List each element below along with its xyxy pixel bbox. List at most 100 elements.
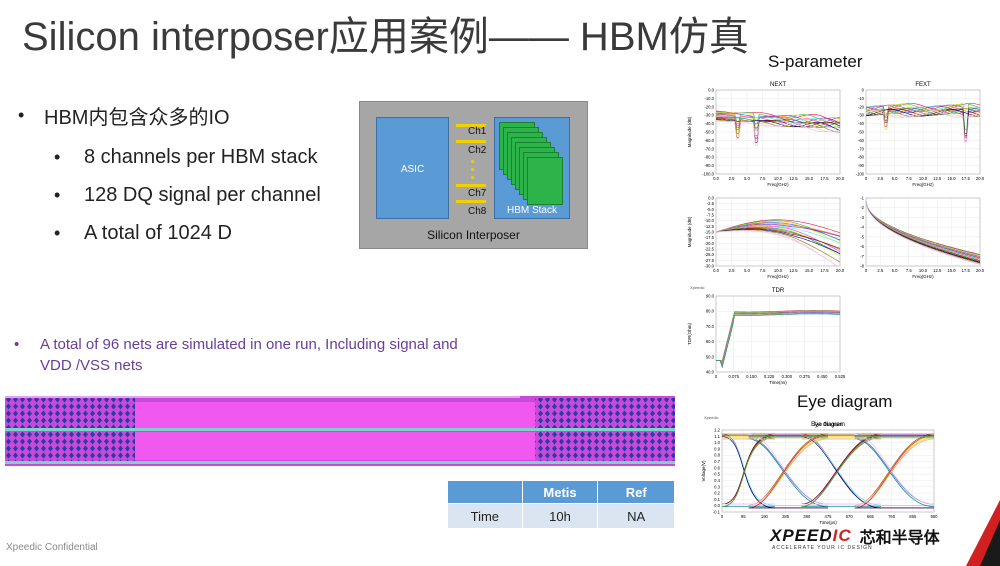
- x-tick-label: 12.5: [789, 176, 798, 181]
- y-tick-label: -27.5: [704, 258, 714, 263]
- table-row: Time 10h NA: [447, 503, 675, 529]
- plot-brand: Xpeedic: [690, 285, 704, 290]
- series-line: [865, 105, 981, 139]
- y-tick-label: 0.6: [714, 465, 720, 470]
- table-header-row: Metis Ref: [447, 480, 675, 504]
- x-tick-label: 17.5: [820, 268, 829, 273]
- x-tick-label: 0.300: [782, 374, 793, 379]
- plot-brand: Xpeedic: [704, 415, 718, 420]
- y-tick-label: -20.0: [704, 104, 714, 109]
- table-header-cell: Metis: [521, 480, 599, 504]
- company-logo: XPEEDIC 芯和半导体 ACCELERATE YOUR IC DESIGN: [770, 524, 940, 551]
- x-tick-label: 17.5: [962, 268, 971, 273]
- series-line: [854, 434, 935, 509]
- y-tick-label: -70: [858, 146, 865, 151]
- y-tick-label: -80: [858, 155, 865, 160]
- y-tick-label: -1: [860, 196, 864, 201]
- y-tick-label: -20: [858, 104, 865, 109]
- y-axis-label: Voltage(V): [701, 460, 706, 482]
- y-tick-label: -0.1: [713, 510, 721, 515]
- x-tick-label: 0.0: [713, 268, 719, 273]
- table-cell: NA: [597, 503, 675, 529]
- y-tick-label: 0.2: [714, 491, 720, 496]
- y-tick-label: -80.0: [704, 155, 714, 160]
- x-tick-label: 17.5: [820, 176, 829, 181]
- series-line: [865, 110, 981, 128]
- x-tick-label: 2.5: [729, 176, 735, 181]
- x-tick-label: 0.225: [764, 374, 775, 379]
- y-tick-label: -30: [858, 113, 865, 118]
- table-header-cell: Ref: [597, 480, 675, 504]
- x-axis-label: Time(ns): [769, 380, 787, 385]
- interposer-layout-image: [5, 396, 675, 466]
- x-tick-label: 0.075: [728, 374, 739, 379]
- ellipsis-dot: [471, 176, 474, 179]
- x-tick-label: 475: [825, 514, 833, 519]
- y-tick-label: 1.2: [714, 428, 720, 433]
- y-tick-label: 0.5: [714, 472, 720, 477]
- series-line: [715, 110, 841, 124]
- y-tick-label: -3: [860, 215, 864, 220]
- y-tick-label: 0.0: [714, 503, 720, 508]
- asic-block: ASIC: [376, 117, 449, 219]
- series-line: [865, 106, 981, 114]
- table-cell: Time: [447, 503, 523, 529]
- x-tick-label: 0.0: [713, 176, 719, 181]
- bullet-sub: • A total of 1024 D: [54, 214, 348, 252]
- y-tick-label: -10.0: [704, 96, 714, 101]
- series-line: [715, 119, 841, 133]
- x-tick-label: 5.0: [744, 176, 750, 181]
- bullet-dot-icon: •: [14, 336, 20, 353]
- series-line: [715, 227, 841, 255]
- y-tick-label: -12.5: [704, 224, 714, 229]
- x-tick-label: 0: [721, 514, 724, 519]
- y-tick-label: -5.0: [707, 207, 715, 212]
- x-tick-label: 380: [803, 514, 811, 519]
- x-tick-label: 0: [715, 374, 718, 379]
- y-tick-label: -17.5: [704, 235, 714, 240]
- y-tick-label: 0.3: [714, 484, 720, 489]
- ellipsis-dot: [471, 160, 474, 163]
- y-tick-label: -6: [860, 244, 864, 249]
- y-tick-label: -30.0: [704, 113, 714, 118]
- y-tick-label: 90.0: [706, 294, 715, 299]
- bullet-dot-icon: •: [54, 222, 61, 243]
- bullet-list: • HBM内包含众多的IO • 8 channels per HBM stack…: [18, 100, 348, 252]
- y-tick-label: 0.4: [714, 478, 720, 483]
- asic-label: ASIC: [400, 164, 425, 175]
- y-tick-label: 1.1: [714, 434, 720, 439]
- x-tick-label: 570: [846, 514, 854, 519]
- series-line: [716, 313, 840, 368]
- y-tick-label: -50.0: [704, 130, 714, 135]
- x-tick-label: 5.0: [744, 268, 750, 273]
- x-tick-label: 5.0: [892, 268, 898, 273]
- x-tick-label: 12.5: [933, 176, 942, 181]
- rl-plot-svg: 0.0-2.5-5.0-7.5-10.0-12.5-15.0-17.5-20.0…: [687, 196, 845, 280]
- bullet-sub-text: A total of 1024 D: [84, 221, 232, 244]
- x-axis-label: Freq(GHz): [912, 182, 934, 187]
- series-line: [801, 436, 882, 508]
- series-line: [715, 230, 840, 267]
- y-tick-label: 60.0: [706, 339, 715, 344]
- x-tick-label: 2.5: [877, 176, 883, 181]
- series-line: [716, 312, 841, 366]
- y-tick-label: 0.9: [714, 446, 720, 451]
- y-tick-label: 50.0: [706, 354, 715, 359]
- y-tick-label: 0.7: [714, 459, 720, 464]
- series-line: [715, 120, 841, 147]
- logo-chinese: 芯和半导体: [859, 530, 940, 547]
- y-tick-label: -7.5: [707, 213, 715, 218]
- x-tick-label: 10.0: [774, 176, 783, 181]
- series-line: [748, 434, 829, 509]
- x-tick-label: 15.0: [947, 268, 956, 273]
- ellipsis-dot: [471, 168, 474, 171]
- y-tick-label: -100.0: [702, 172, 715, 177]
- series-line: [716, 312, 841, 367]
- confidential-footer: Xpeedic Confidential: [6, 542, 98, 553]
- bullet-dot-icon: •: [18, 104, 25, 125]
- series-line: [716, 310, 841, 362]
- x-tick-label: 0: [865, 176, 868, 181]
- x-tick-label: 20.0: [976, 176, 985, 181]
